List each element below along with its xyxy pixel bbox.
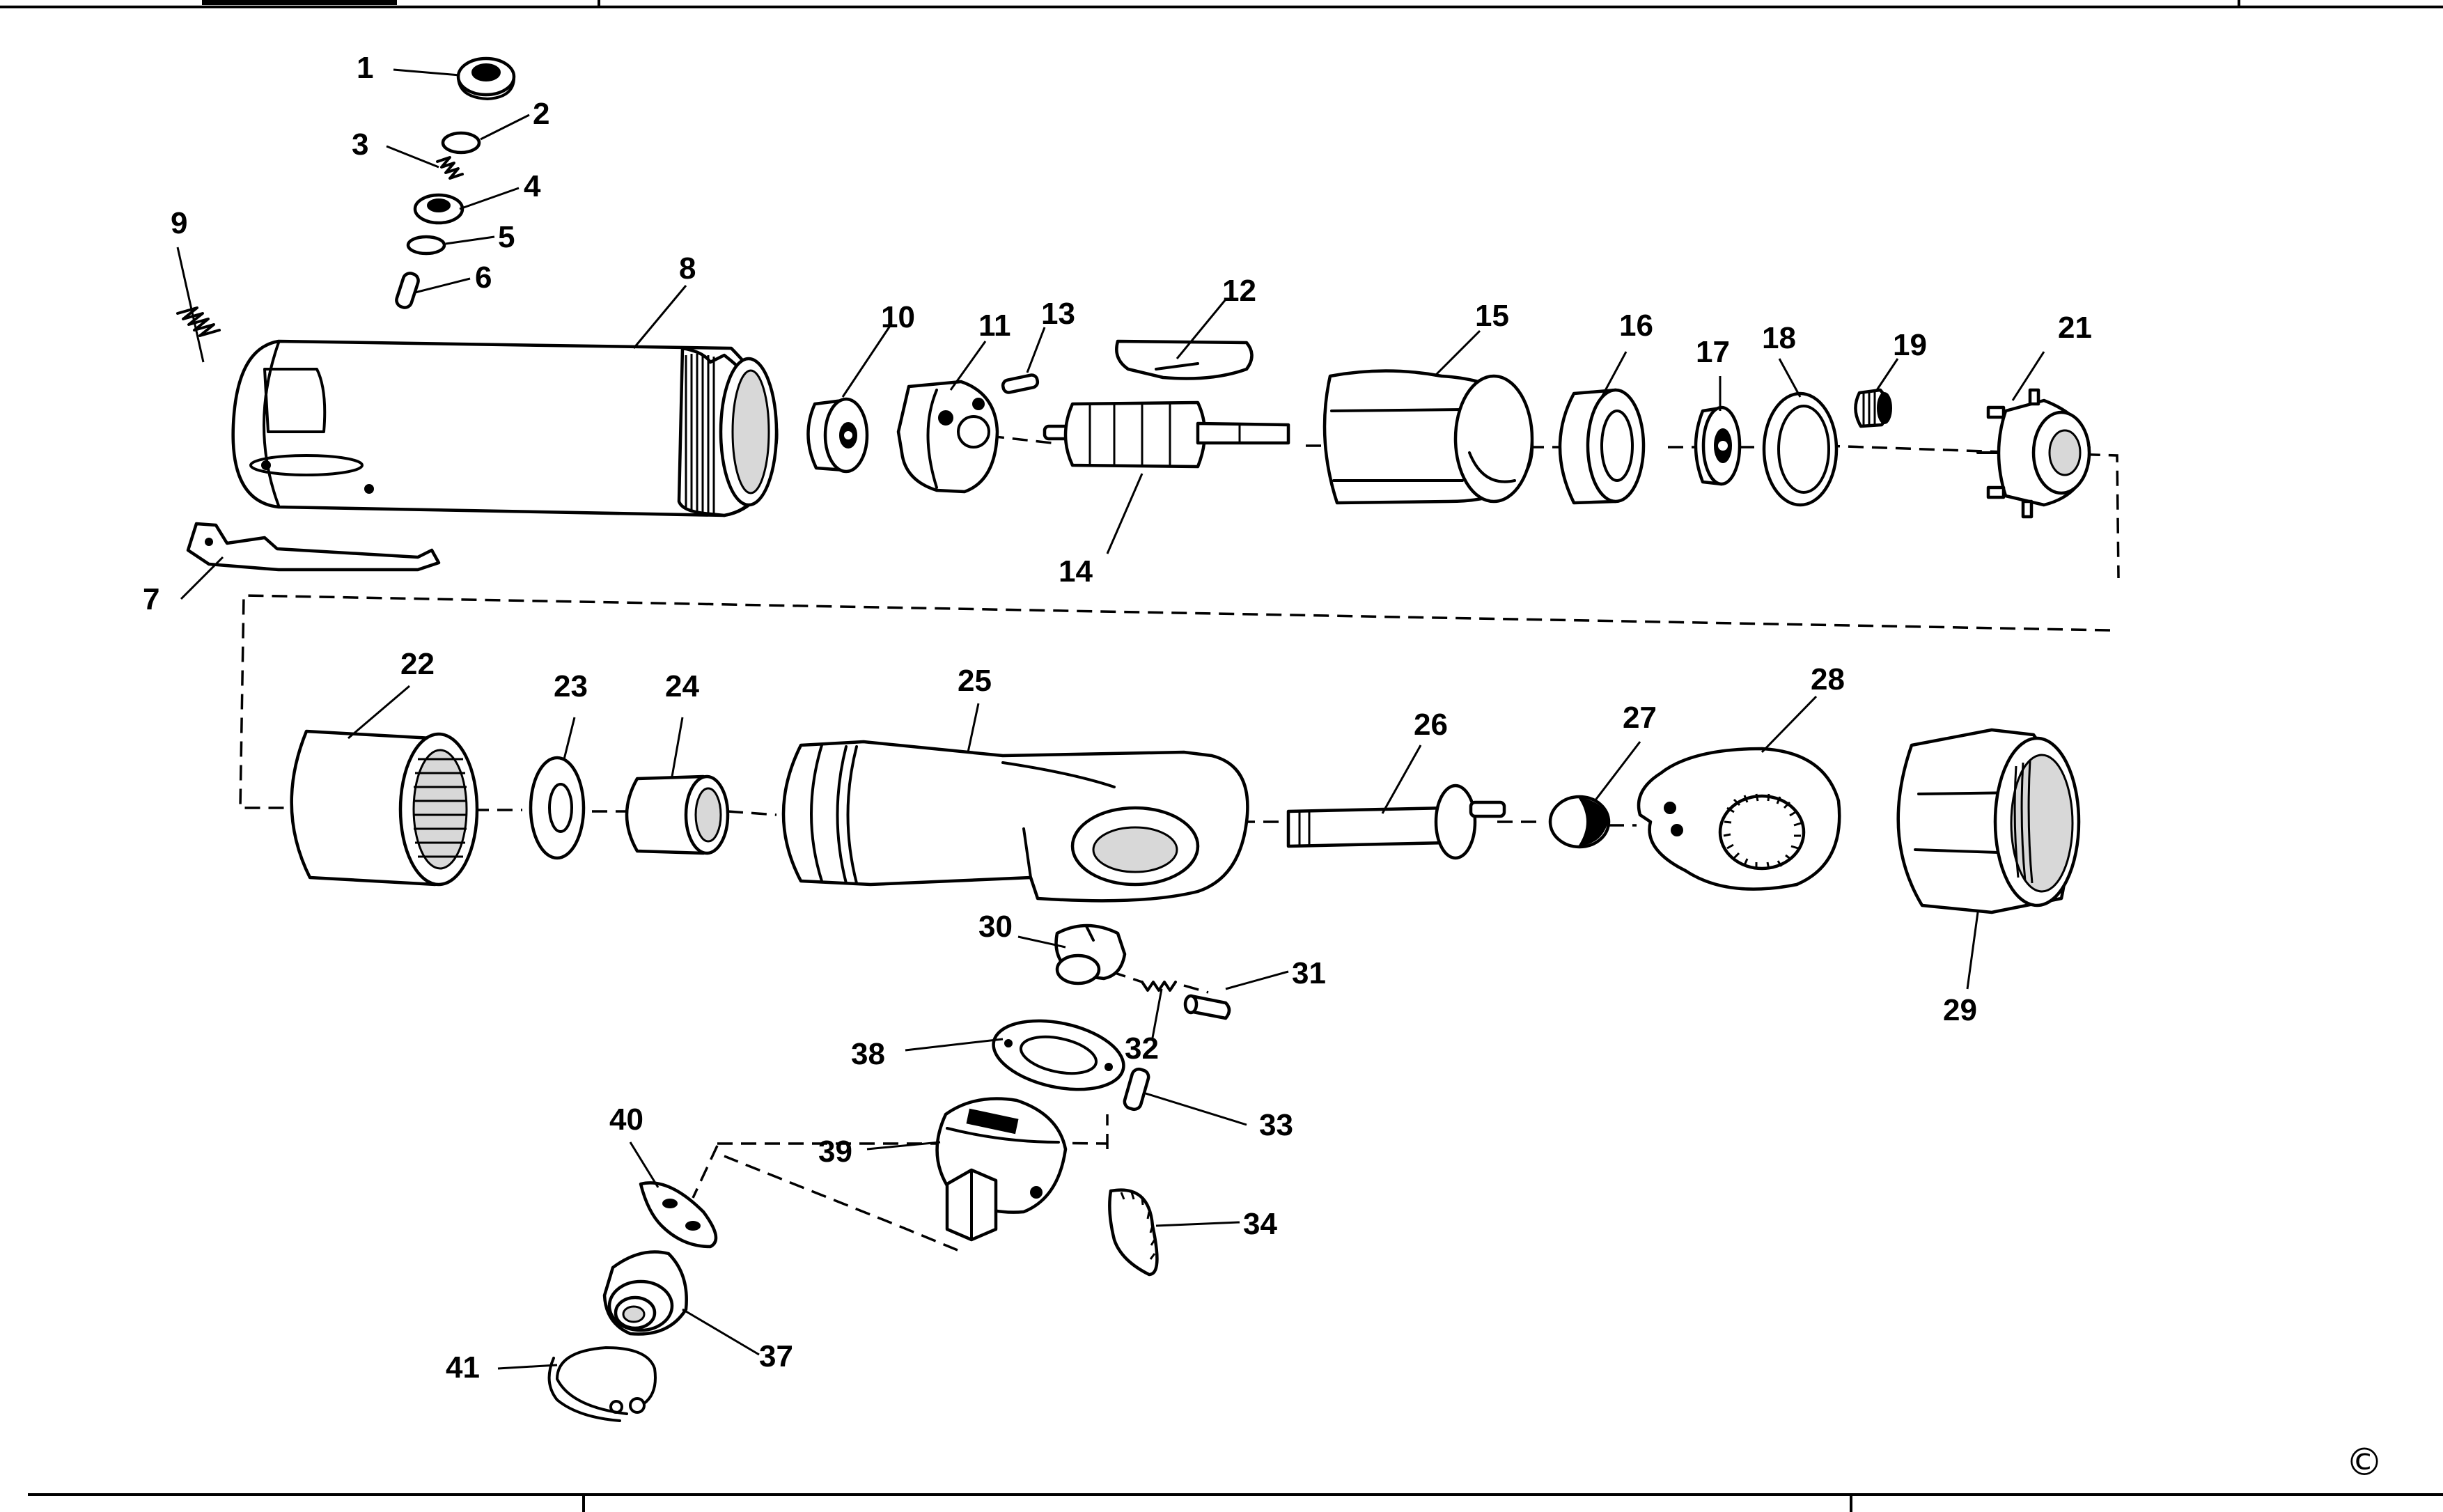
callout-9: 9 (171, 206, 187, 240)
callout-2: 2 (533, 97, 549, 131)
part-6-pin (395, 272, 420, 309)
part-17-bearing (1694, 405, 1742, 486)
callout-33: 33 (1259, 1108, 1293, 1142)
callout-8: 8 (679, 251, 696, 286)
callout-39: 39 (818, 1135, 852, 1169)
part-27-ball (1548, 795, 1611, 849)
leader-lines (176, 68, 2045, 1370)
callout-26: 26 (1414, 708, 1448, 742)
part-21-bearing-plate (1976, 388, 2091, 519)
part-22-clutch-housing (290, 729, 479, 887)
part-3-spring (436, 156, 464, 180)
callout-23: 23 (554, 669, 588, 703)
part-10-bearing (806, 397, 869, 474)
callout-16: 16 (1619, 309, 1653, 343)
part-14-rotor (1043, 400, 1290, 469)
part-28-ratchet-yoke (1637, 747, 1841, 891)
part-7-trigger-lever (186, 522, 441, 572)
callout-30: 30 (978, 910, 1013, 944)
callout-15: 15 (1475, 299, 1509, 333)
part-33-pin (1123, 1067, 1150, 1112)
callout-38: 38 (851, 1037, 885, 1071)
part-2-o-ring (441, 131, 481, 155)
callout-19: 19 (1893, 328, 1927, 362)
callout-13: 13 (1041, 297, 1075, 331)
part-24-bushing (625, 774, 730, 855)
copyright-mark: © (2346, 1440, 2383, 1484)
part-5-seal (406, 235, 446, 256)
part-29-clamp-nut (1896, 728, 2081, 914)
callout-11: 11 (978, 309, 1011, 343)
callout-25: 25 (958, 664, 992, 698)
callout-4: 4 (524, 169, 541, 203)
part-18-washer (1762, 391, 1839, 507)
callout-14: 14 (1059, 554, 1093, 589)
callout-27: 27 (1623, 701, 1657, 735)
part-1-cap-nut (456, 56, 516, 100)
callout-31: 31 (1292, 956, 1326, 990)
callout-40: 40 (609, 1102, 643, 1137)
callout-22: 22 (400, 647, 435, 681)
callout-3: 3 (352, 127, 368, 162)
part-39-drive-knob (935, 1097, 1068, 1242)
callout-32: 32 (1125, 1031, 1159, 1066)
brand-logo-fragment (202, 0, 397, 5)
part-16-end-plate (1558, 388, 1646, 505)
callout-5: 5 (498, 220, 515, 254)
part-30-pawl (1054, 923, 1127, 985)
callout-18: 18 (1762, 321, 1796, 355)
part-12-vane (1115, 339, 1254, 380)
part-34-segment (1108, 1188, 1159, 1277)
part-32-spring (1141, 981, 1177, 992)
part-40-spring-clip (639, 1181, 718, 1249)
part-15-cylinder (1322, 369, 1534, 505)
callout-29: 29 (1943, 993, 1977, 1027)
part-19-nut (1854, 388, 1892, 428)
part-9-spring (176, 306, 221, 337)
callout-28: 28 (1811, 662, 1845, 696)
callout-6: 6 (475, 260, 492, 295)
callout-1: 1 (357, 51, 373, 85)
part-37-retainer (602, 1250, 688, 1336)
callout-37: 37 (759, 1339, 793, 1373)
callout-10: 10 (881, 300, 915, 334)
callout-34: 34 (1243, 1207, 1277, 1241)
callout-41: 41 (446, 1350, 480, 1385)
callout-24: 24 (665, 669, 699, 703)
callout-21: 21 (2058, 311, 2092, 345)
callout-7: 7 (143, 582, 159, 616)
callout-17: 17 (1696, 335, 1730, 369)
part-26-crank-shaft (1286, 784, 1506, 860)
part-11-end-plate (896, 380, 999, 494)
part-8-motor-housing (231, 339, 779, 517)
part-25-ratchet-housing (781, 740, 1249, 903)
callout-12: 12 (1222, 274, 1256, 308)
part-38-gasket (992, 1019, 1125, 1091)
part-4-valve-seat (413, 193, 465, 225)
part-13-pin (1001, 373, 1040, 394)
part-31-plunger (1183, 994, 1231, 1020)
part-23-washer (529, 756, 586, 860)
part-41-circlip (547, 1346, 657, 1422)
callout-labels: 1 2 3 4 5 6 7 8 9 10 11 12 13 14 15 16 1… (143, 51, 2092, 1385)
